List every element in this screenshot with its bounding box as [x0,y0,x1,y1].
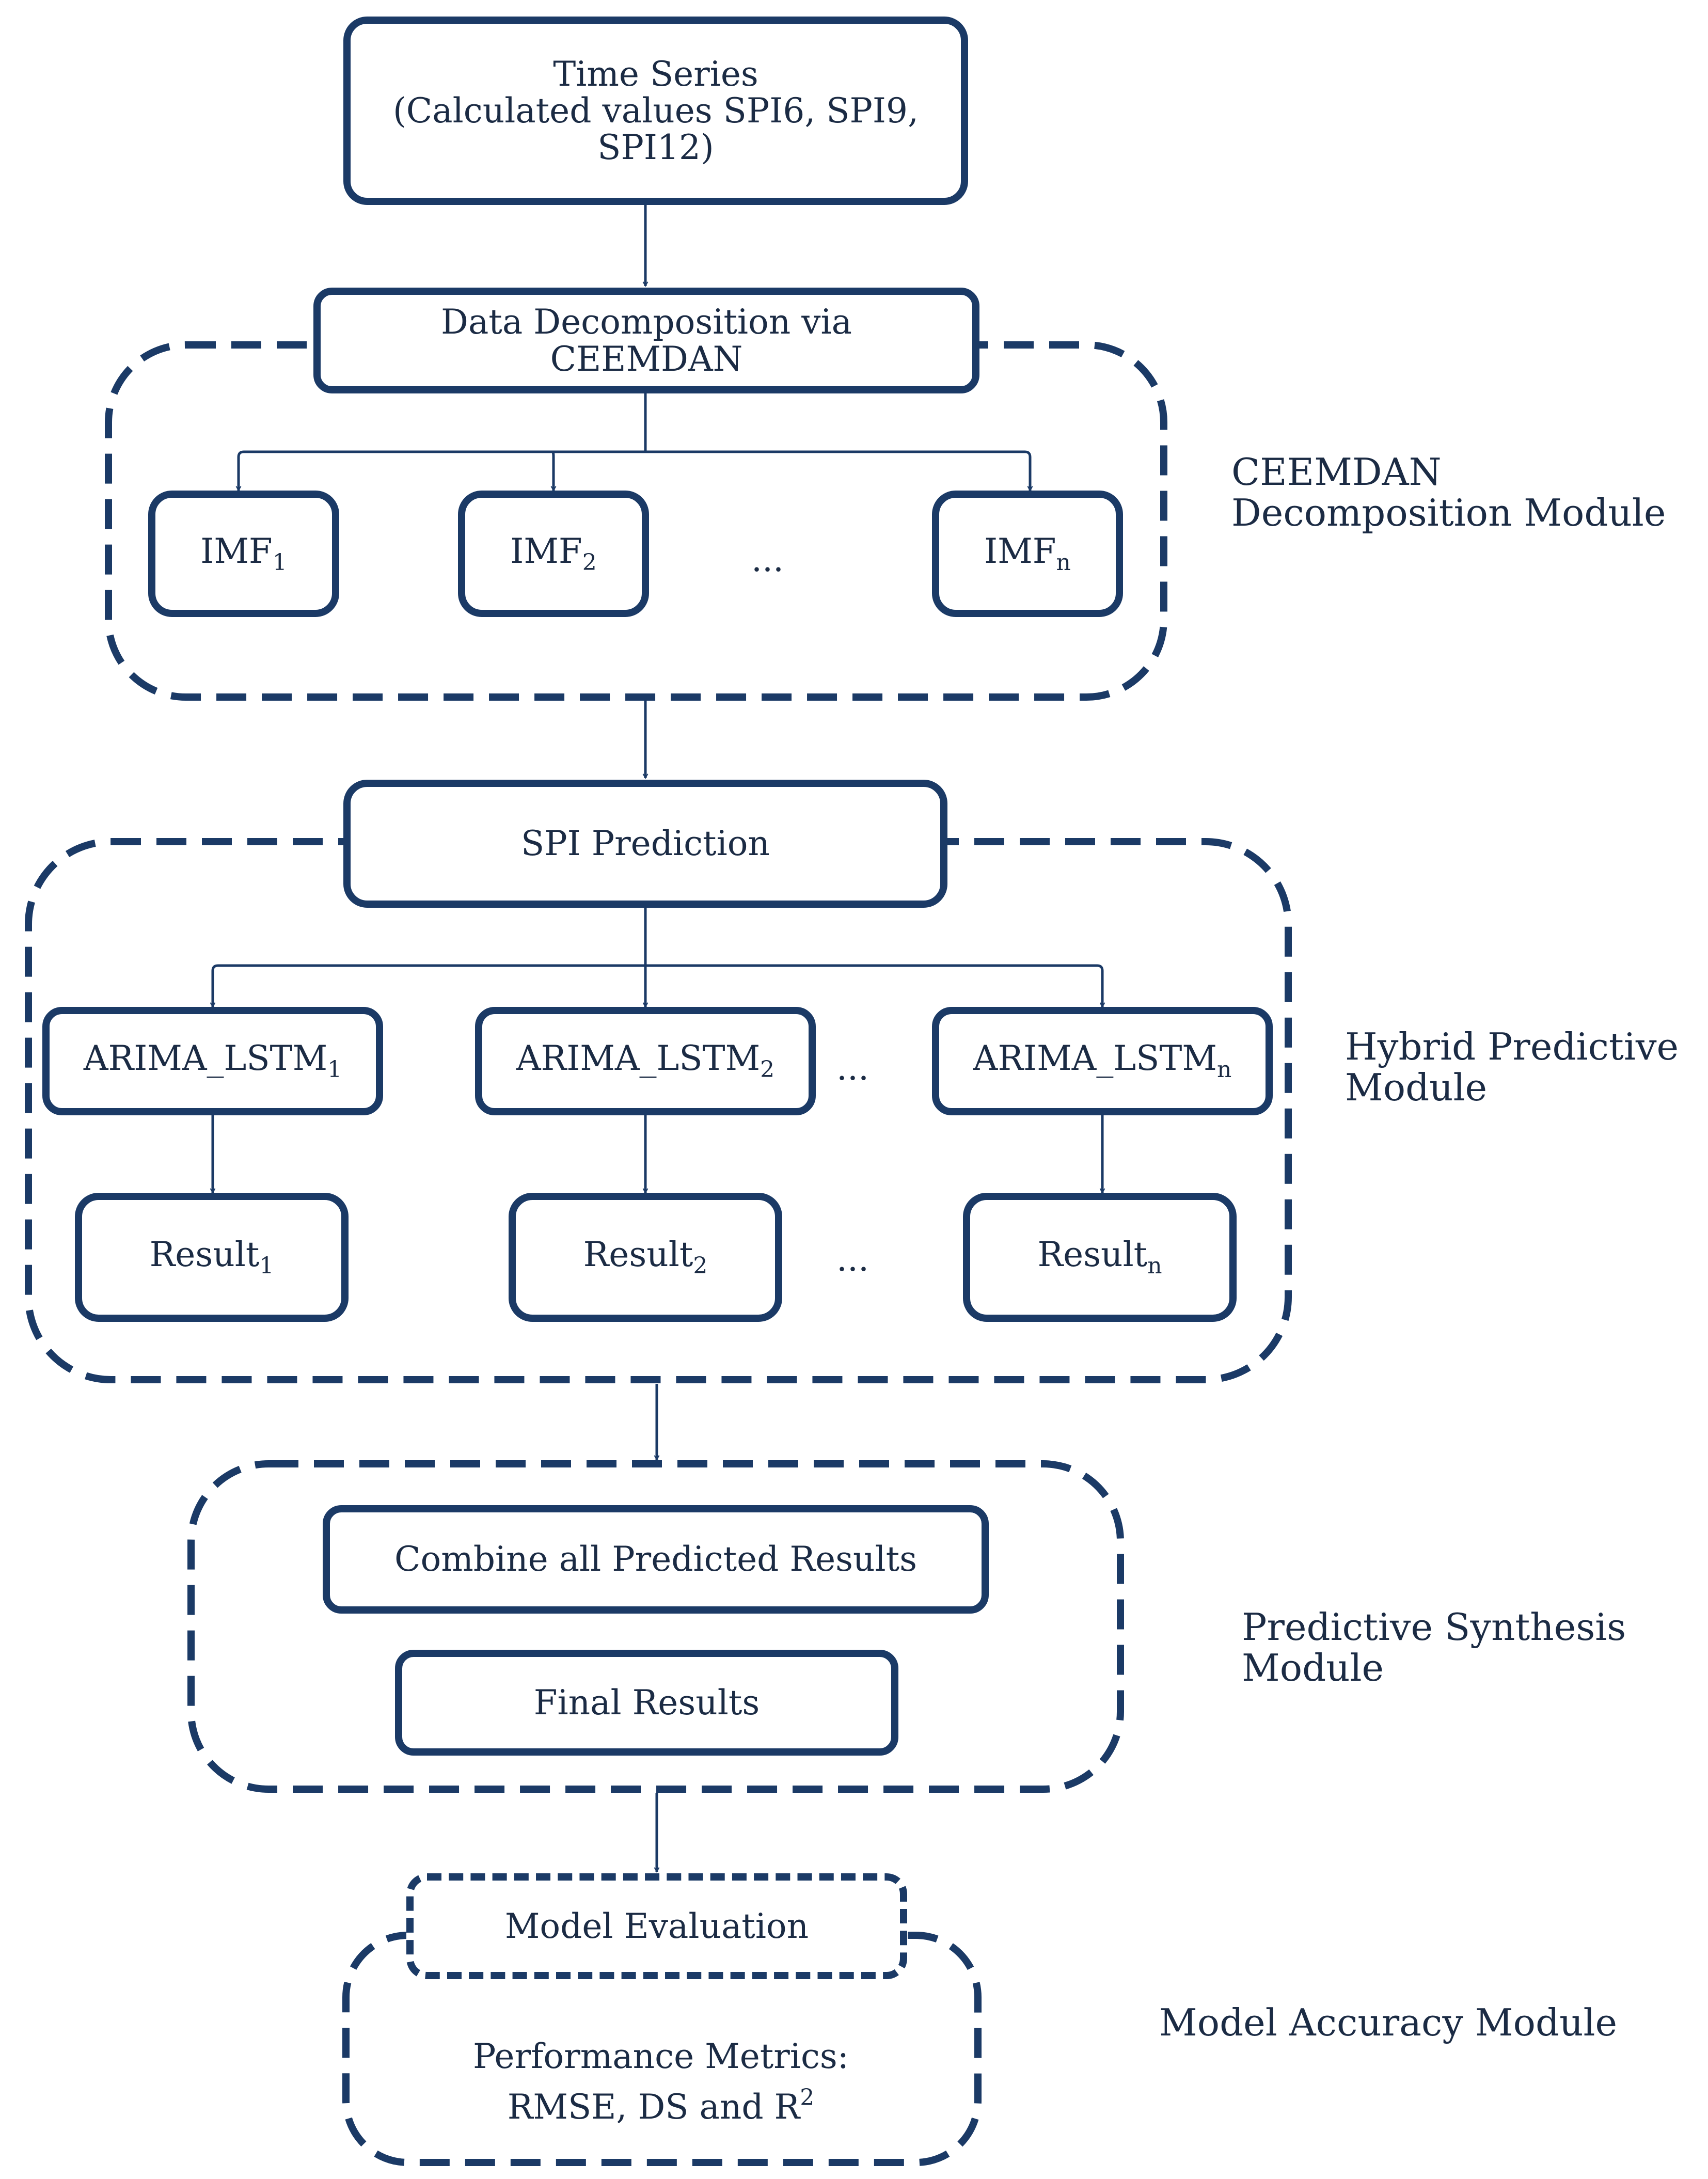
result-label: Result [583,1235,693,1275]
result-subscript: 2 [693,1253,708,1280]
ceemdan-module-label: CEEMDAN Decomposition Module [1231,450,1666,535]
arima-lstm-2-box: ARIMA_LSTM2 [475,1007,816,1115]
imf-label: IMF [510,531,582,571]
final-results-label: Final Results [533,1682,760,1723]
time-series-line3: SPI12) [597,128,714,168]
imf-subscript: 2 [582,549,597,576]
imf-subscript: 1 [272,549,287,576]
connector-decomposition-to-imfs [237,391,1030,491]
time-series-line1: Time Series [553,54,758,94]
ceemdan-module-container [105,341,1167,701]
result-label: Result [149,1235,260,1275]
imf-2-box: IMF2 [458,491,649,617]
arima-lstm-n-box: ARIMA_LSTMn [932,1007,1273,1115]
result-ellipsis: ... [836,1239,869,1279]
result-subscript: n [1147,1253,1162,1280]
imf-n-box: IMFn [932,491,1123,617]
synthesis-module-container [187,1460,1124,1793]
spi-prediction-label: SPI Prediction [521,824,770,864]
combine-results-box: Combine all Predicted Results [323,1505,989,1614]
model-evaluation-label: Model Evaluation [504,1906,809,1946]
arima-lstm-label: ARIMA_LSTM [83,1038,328,1079]
spi-prediction-box: SPI Prediction [343,780,947,908]
arima-lstm-subscript: 2 [760,1056,775,1083]
metrics-line2: RMSE, DS and R [507,2087,800,2127]
result-1-box: Result1 [75,1193,349,1322]
data-decomposition-box: Data Decomposition via CEEMDAN [313,288,979,393]
model-evaluation-box: Model Evaluation [406,1873,907,1979]
result-2-box: Result2 [509,1193,782,1322]
arima-lstm-subscript: n [1216,1056,1232,1083]
result-n-box: Resultn [963,1193,1237,1322]
metrics-line1: Performance Metrics: [472,2036,849,2076]
imf-1-box: IMF1 [148,491,339,617]
result-subscript: 1 [259,1253,274,1280]
hybrid-module-label: Hybrid Predictive Module [1345,1025,1679,1110]
arima-lstm-label: ARIMA_LSTM [973,1038,1217,1079]
arima-lstm-label: ARIMA_LSTM [516,1038,761,1079]
metrics-superscript: 2 [800,2084,815,2111]
imf-label: IMF [200,531,273,571]
imf-ellipsis: ... [751,540,784,579]
combine-results-label: Combine all Predicted Results [394,1539,918,1580]
final-results-box: Final Results [395,1650,898,1756]
imf-label: IMF [984,531,1056,571]
time-series-line2: (Calculated values SPI6, SPI9, [393,90,919,131]
time-series-box: Time Series (Calculated values SPI6, SPI… [343,17,968,205]
accuracy-module-label: Model Accuracy Module [1159,2001,1618,2044]
model-ellipsis: ... [836,1048,869,1088]
arima-lstm-subscript: 1 [327,1056,342,1083]
result-label: Result [1037,1235,1148,1275]
arima-lstm-1-box: ARIMA_LSTM1 [42,1007,383,1115]
decomposition-line1: Data Decomposition via [441,302,852,342]
imf-subscript: n [1056,549,1071,576]
synthesis-module-label: Predictive Synthesis Module [1242,1605,1626,1690]
decomposition-line2: CEEMDAN [550,339,743,379]
performance-metrics-text: Performance Metrics: RMSE, DS and R2 [423,2032,898,2131]
